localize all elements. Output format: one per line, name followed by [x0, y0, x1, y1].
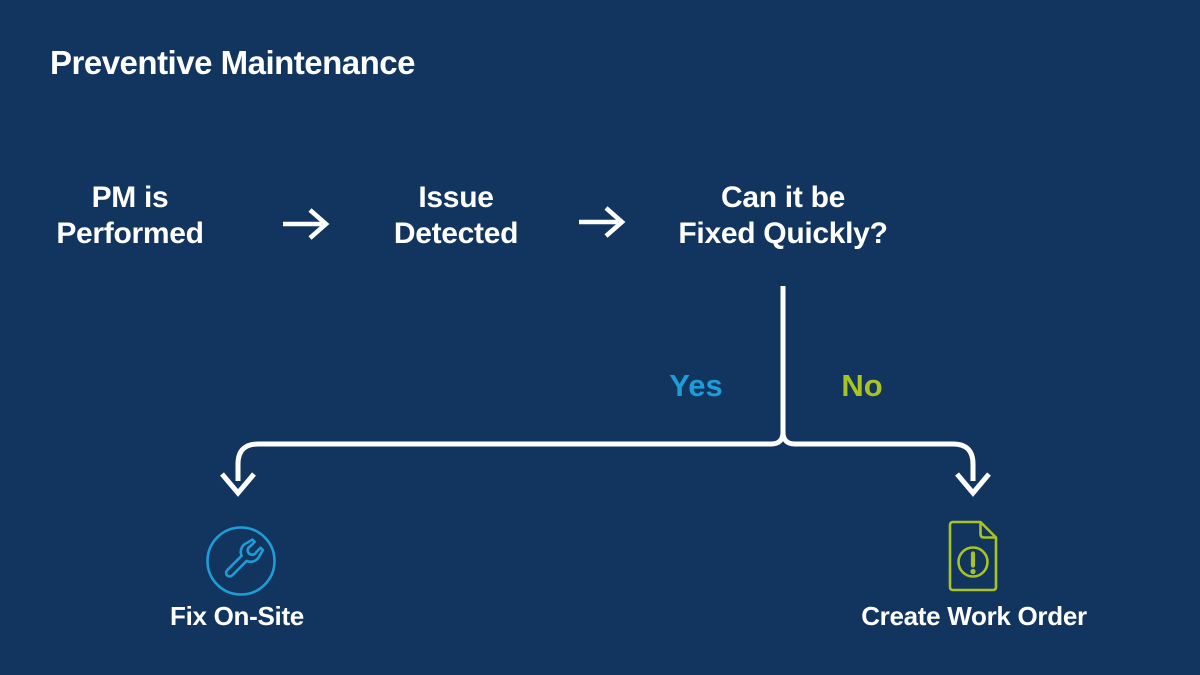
right-arrow-icon: [579, 206, 626, 238]
alert-circle: [957, 546, 989, 578]
yes-branch-label: Yes: [669, 368, 723, 403]
no-branch-line: [780, 286, 991, 497]
down-arrowhead-icon: [955, 472, 991, 497]
flow-step-decision-question: Can it be Fixed Quickly?: [678, 181, 888, 250]
create-work-order-label: Create Work Order: [861, 601, 1087, 631]
flow-step-pm-performed: PM is Performed: [56, 181, 204, 250]
down-arrowhead-icon: [220, 472, 256, 497]
wrench-circle-icon: [205, 525, 277, 602]
page-title: Preventive Maintenance: [50, 44, 416, 81]
work-order-document-icon: [944, 519, 1002, 598]
exclamation-dot: [970, 568, 976, 575]
no-branch-label: No: [841, 368, 883, 403]
right-arrow-icon: [283, 208, 330, 240]
fix-on-site-label: Fix On-Site: [170, 601, 304, 631]
flow-step-issue-detected: Issue Detected: [393, 181, 519, 250]
folded-corner: [979, 522, 996, 539]
